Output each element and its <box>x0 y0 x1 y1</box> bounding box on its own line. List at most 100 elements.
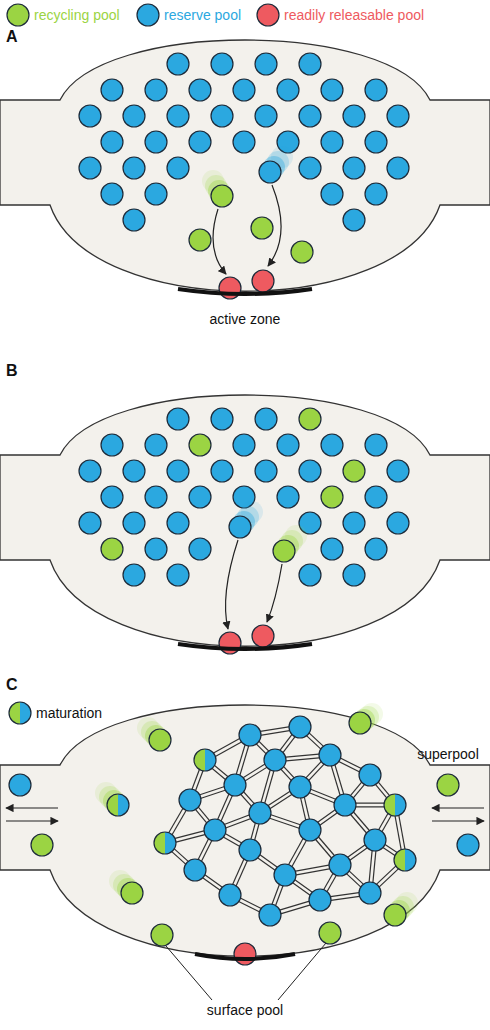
reserve-vesicle <box>101 434 123 456</box>
pool-label: superpool <box>417 746 479 762</box>
recycling-vesicle <box>273 540 295 562</box>
movement-arrow <box>268 185 281 266</box>
reserve-vesicle <box>211 53 233 75</box>
reserve-vesicle <box>299 105 321 127</box>
reserve-vesicle <box>249 802 271 824</box>
reserve-vesicle <box>343 157 365 179</box>
reserve-vesicle <box>211 105 233 127</box>
pool-label: surface pool <box>207 1002 283 1018</box>
reserve-vesicle <box>321 131 343 153</box>
reserve-vesicle <box>319 744 341 766</box>
panel-letter: B <box>6 362 18 380</box>
presynaptic-bouton <box>0 395 490 646</box>
half-green <box>154 832 165 854</box>
half-green <box>394 849 405 871</box>
releasable-vesicle <box>234 943 256 965</box>
reserve-vesicle <box>101 79 123 101</box>
reserve-vesicle <box>123 460 145 482</box>
presynaptic-bouton <box>0 40 490 291</box>
reserve-vesicle <box>123 157 145 179</box>
reserve-vesicle <box>343 209 365 231</box>
leader-line <box>278 943 326 1000</box>
recycling-vesicle <box>291 241 313 263</box>
panel-b <box>0 395 490 654</box>
recycling-vesicle <box>343 460 365 482</box>
reserve-vesicle <box>343 512 365 534</box>
reserve-vesicle <box>79 105 101 127</box>
reserve-vesicle <box>239 839 261 861</box>
reserve-vesicle <box>123 105 145 127</box>
vesicle-outline <box>107 794 129 816</box>
reserve-vesicle <box>189 131 211 153</box>
recycling-vesicle <box>101 538 123 560</box>
exchange-arrow <box>6 807 58 808</box>
reserve-vesicle <box>239 724 261 746</box>
reserve-vesicle <box>123 209 145 231</box>
recycling-vesicle <box>349 712 371 734</box>
legend-text: readily releasable pool <box>284 7 424 23</box>
reserve-vesicle <box>259 161 281 183</box>
reserve-vesicle <box>167 564 189 586</box>
vesicle-outline <box>154 832 176 854</box>
reserve-vesicle <box>211 408 233 430</box>
legend-text: reserve pool <box>164 7 241 23</box>
reserve-vesicle <box>365 79 387 101</box>
recycling-vesicle <box>299 408 321 430</box>
vesicle-outline <box>394 849 416 871</box>
reserve-vesicle <box>277 79 299 101</box>
surface-vesicle <box>151 924 173 946</box>
half-green <box>384 794 395 816</box>
reserve-vesicle <box>343 105 365 127</box>
reserve-vesicle <box>365 131 387 153</box>
reserve-vesicle <box>299 564 321 586</box>
reserve-vesicle <box>329 854 351 876</box>
exchange-arrow <box>432 807 484 808</box>
maturing-vesicle <box>107 794 129 816</box>
reserve-vesicle <box>145 434 167 456</box>
reserve-vesicle <box>334 794 356 816</box>
recycling-vesicle <box>149 729 171 751</box>
panel-c <box>0 703 490 965</box>
reserve-vesicle <box>167 460 189 482</box>
reserve-vesicle <box>145 486 167 508</box>
maturing-vesicle <box>394 849 416 871</box>
half-blue <box>118 794 129 816</box>
active-zone-line <box>195 954 295 959</box>
recycling-vesicle <box>189 434 211 456</box>
legend-swatch <box>7 4 29 26</box>
reserve-vesicle <box>255 53 277 75</box>
half-blue <box>405 849 416 871</box>
reserve-vesicle <box>145 183 167 205</box>
reserve-vesicle <box>229 516 251 538</box>
reserve-vesicle <box>255 105 277 127</box>
reserve-vesicle <box>167 105 189 127</box>
reserve-vesicle <box>101 486 123 508</box>
movement-arrow <box>267 564 282 622</box>
reserve-vesicle <box>321 79 343 101</box>
reserve-vesicle <box>277 434 299 456</box>
legend-swatch <box>137 4 159 26</box>
reserve-vesicle <box>233 434 255 456</box>
reserve-vesicle <box>387 157 409 179</box>
reserve-vesicle <box>101 183 123 205</box>
reserve-vesicle <box>299 53 321 75</box>
legend-symbol <box>9 702 31 724</box>
reserve-vesicle <box>167 512 189 534</box>
releasable-vesicle <box>252 270 274 292</box>
legend-text: recycling pool <box>34 7 120 23</box>
recycling-vesicle <box>321 486 343 508</box>
reserve-vesicle <box>145 131 167 153</box>
releasable-vesicle <box>252 625 274 647</box>
reserve-vesicle <box>167 53 189 75</box>
reserve-vesicle <box>289 716 311 738</box>
active-zone-line <box>178 289 312 294</box>
recycling-vesicle <box>211 185 233 207</box>
reserve-vesicle <box>189 538 211 560</box>
leader-line <box>166 946 212 1000</box>
reserve-vesicle <box>387 512 409 534</box>
maturing-vesicle <box>384 794 406 816</box>
half-green <box>107 794 118 816</box>
panel-letter: A <box>6 28 18 46</box>
reserve-vesicle <box>274 864 296 886</box>
